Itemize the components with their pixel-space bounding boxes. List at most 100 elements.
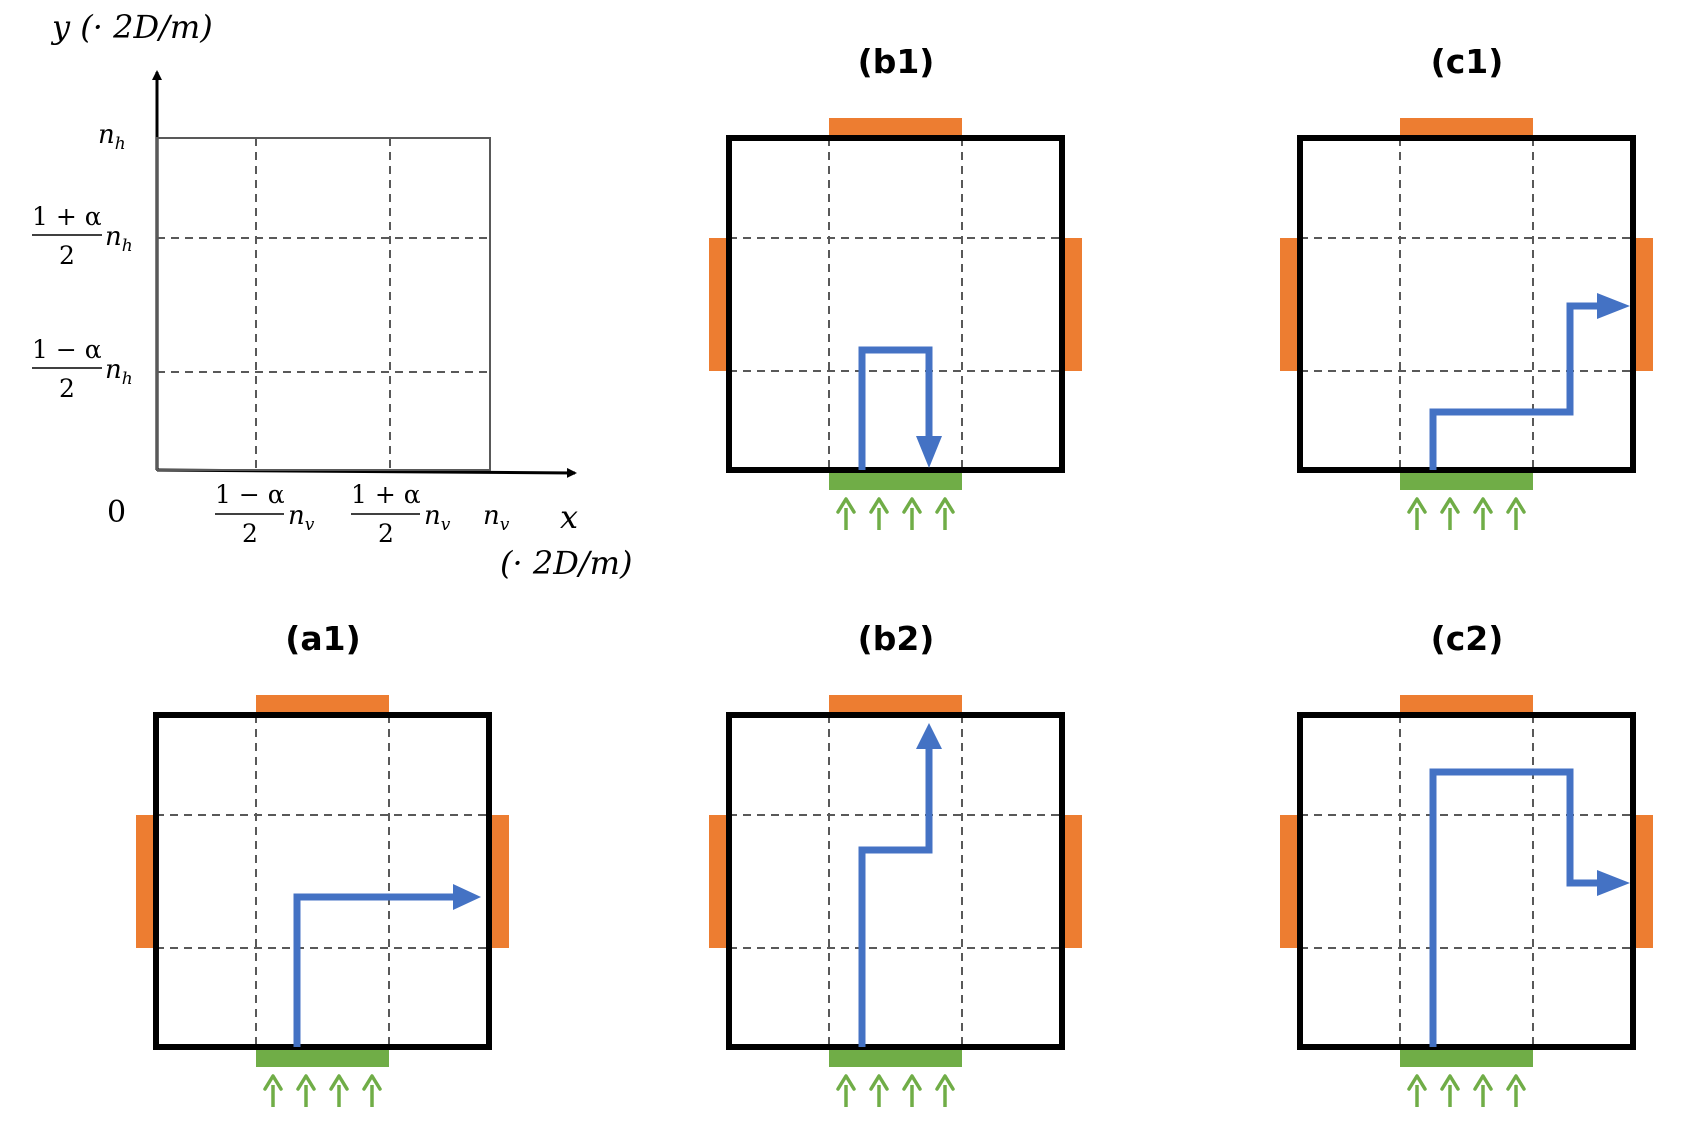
panel-frame xyxy=(726,712,1065,1050)
exit-right xyxy=(1636,815,1653,948)
exit-top xyxy=(829,695,962,712)
y-tick-upper-num: 1 + α xyxy=(32,202,102,231)
inflow-arrow-icon xyxy=(362,1074,382,1107)
inflow-arrow-head xyxy=(1473,497,1493,514)
inflow-arrow-head xyxy=(329,1074,349,1091)
inflow-arrow-head xyxy=(902,1074,922,1091)
panel-title-b1: (b1) xyxy=(858,42,935,81)
inflow-arrow-head xyxy=(1440,497,1460,514)
inflow-arrow-icon xyxy=(1473,497,1493,530)
inflow-arrow-icon xyxy=(1407,497,1427,530)
exit-top xyxy=(256,695,389,712)
x-tick-left-nv: n xyxy=(288,501,305,531)
exit-top xyxy=(1400,118,1533,135)
x-tick-left-num: 1 − α xyxy=(215,480,285,509)
inflow-arrow-icon xyxy=(869,497,889,530)
inflow-arrow-icon xyxy=(1506,497,1526,530)
inflow-arrow-icon xyxy=(1440,497,1460,530)
route-arrowhead-c1 xyxy=(1597,293,1630,319)
route-c2 xyxy=(1429,768,1630,1047)
exit-left xyxy=(1280,238,1297,371)
route-b2 xyxy=(858,723,942,1047)
y-tick-lower-nh: n xyxy=(105,355,122,385)
route-path-b2 xyxy=(858,745,933,1047)
route-arrowhead-c2 xyxy=(1597,870,1630,896)
panel-body-c2 xyxy=(1280,695,1653,1107)
x-tick-nv-sub: v xyxy=(500,515,510,535)
entrance-bottom xyxy=(1400,1050,1533,1067)
inflow-arrow-head xyxy=(1407,497,1427,514)
route-path-a1 xyxy=(293,893,456,1047)
panel-frame xyxy=(153,712,492,1050)
exit-top xyxy=(829,118,962,135)
inflow-arrow-head xyxy=(1473,1074,1493,1091)
route-arrowhead-a1 xyxy=(453,884,481,910)
panel-frame xyxy=(726,135,1065,473)
route-path-c2 xyxy=(1429,768,1600,1047)
entrance-bottom xyxy=(829,473,962,490)
svg-text:nh: nh xyxy=(105,355,133,389)
panel-title-a1: (a1) xyxy=(285,619,360,658)
inflow-arrow-icon xyxy=(935,497,955,530)
inflow-arrow-head xyxy=(1440,1074,1460,1091)
panel-body-a1 xyxy=(136,695,509,1107)
x-tick-right: 1 + α 2 nv xyxy=(351,480,451,548)
exit-right xyxy=(1065,815,1082,948)
inflow-arrow-icon xyxy=(902,1074,922,1107)
inflow-arrow-head xyxy=(836,1074,856,1091)
y-tick-nh: nh xyxy=(98,120,126,154)
inflow-arrow-icon xyxy=(1473,1074,1493,1107)
inflow-arrow-icon xyxy=(902,497,922,530)
y-tick-upper-nh-sub: h xyxy=(122,236,133,256)
inflow-arrow-icon xyxy=(836,1074,856,1107)
inflow-arrow-head xyxy=(869,497,889,514)
panel-b2: (b2) xyxy=(709,619,1082,1107)
panel-frame xyxy=(1297,712,1636,1050)
inflow-arrow-head xyxy=(296,1074,316,1091)
inflow-arrow-head xyxy=(902,497,922,514)
axes-schematic: y (· 2D/m) 0 nh 1 + α 2 nh 1 − α 2 nh 1 … xyxy=(32,8,632,582)
inflow-arrow-head xyxy=(1407,1074,1427,1091)
panel-c2: (c2) xyxy=(1280,619,1653,1107)
x-tick-nv-main: n xyxy=(483,501,500,531)
panel-c1: (c1) xyxy=(1280,42,1653,530)
x-tick-right-den: 2 xyxy=(378,519,394,548)
y-tick-nh-sub: h xyxy=(115,134,126,154)
inflow-arrow-head xyxy=(1506,497,1526,514)
inflow-arrow-icon xyxy=(836,497,856,530)
y-tick-nh-main: n xyxy=(98,120,115,150)
entrance-bottom xyxy=(1400,473,1533,490)
route-c1 xyxy=(1429,293,1630,470)
x-tick-right-num: 1 + α xyxy=(351,480,421,509)
panel-body-b1 xyxy=(709,118,1082,530)
inflow-arrow-icon xyxy=(1407,1074,1427,1107)
route-path-c1 xyxy=(1429,302,1600,470)
entrance-bottom xyxy=(256,1050,389,1067)
inflow-arrow-head xyxy=(869,1074,889,1091)
panel-body-b2 xyxy=(709,695,1082,1107)
svg-text:nh: nh xyxy=(105,222,133,256)
route-a1 xyxy=(293,884,481,1047)
y-tick-upper-den: 2 xyxy=(59,241,75,270)
exit-top xyxy=(1400,695,1533,712)
exit-right xyxy=(492,815,509,948)
x-tick-nv: nv xyxy=(483,501,510,535)
x-axis-unit: (· 2D/m) xyxy=(500,544,632,582)
y-axis-label: y (· 2D/m) xyxy=(50,8,213,46)
exit-right xyxy=(1636,238,1653,371)
x-tick-left: 1 − α 2 nv xyxy=(215,480,315,548)
inflow-arrow-icon xyxy=(263,1074,283,1107)
inflow-arrow-head xyxy=(836,497,856,514)
exit-left xyxy=(1280,815,1297,948)
route-arrowhead-b2 xyxy=(916,723,942,749)
x-tick-left-den: 2 xyxy=(242,519,258,548)
x-tick-right-nv-sub: v xyxy=(441,515,451,535)
inflow-arrow-icon xyxy=(1440,1074,1460,1107)
exit-left xyxy=(709,238,726,371)
inflow-arrow-icon xyxy=(296,1074,316,1107)
inflow-arrow-head xyxy=(263,1074,283,1091)
exit-left xyxy=(136,815,153,948)
svg-text:nh: nh xyxy=(98,120,126,154)
origin-label: 0 xyxy=(107,495,126,530)
route-path-b1 xyxy=(858,346,933,470)
